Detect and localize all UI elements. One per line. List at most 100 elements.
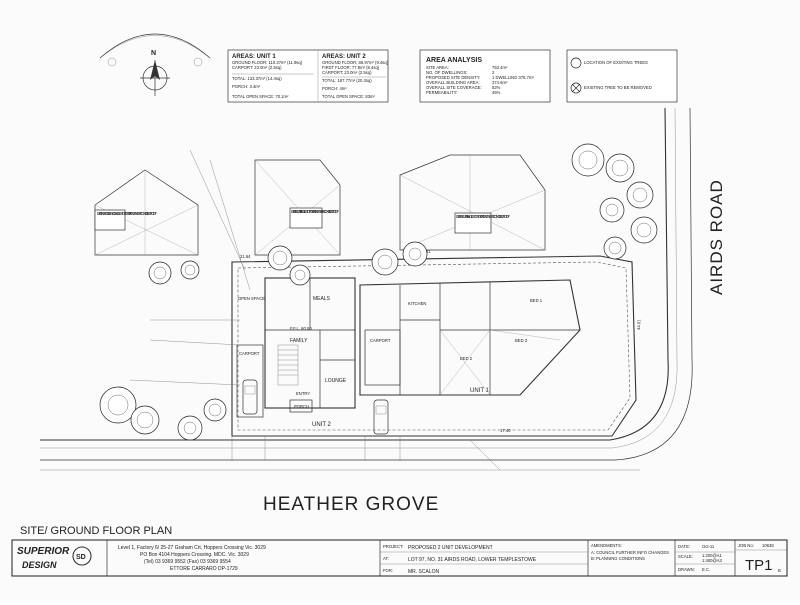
room-bed3: BED 3 (515, 338, 528, 343)
phone-fax: (Tel) 03 9369 9552 (Fax) 03 9369 9554 (144, 559, 231, 565)
area-analysis-table: AREA ANALYSIS SITE AREA: 753.4m² NO. OF … (419, 49, 551, 103)
unit2-entry: ENTRY (296, 391, 310, 396)
tree-icon (605, 153, 635, 183)
carport-label: CARPORT (239, 351, 260, 356)
designer-name: ETTORE CARRARO DP-1729 (170, 566, 238, 572)
analysis-value: 374.6m² (492, 80, 508, 85)
tree-icon (626, 181, 654, 209)
analysis-label: PERMEABILITY: (426, 90, 457, 95)
existing-residence-left: EXISTING RESIDENCE SINGLE STOREY BRICK V… (94, 169, 199, 256)
unit-1-carport: CARPORT (364, 329, 401, 435)
carport-label: CARPORT (370, 338, 391, 343)
revision: B (778, 568, 781, 573)
room-family: FAMILY (290, 338, 308, 344)
dimension-label: 21.64 (240, 254, 251, 259)
existing-unit-note: EXISTING UNIT SINGLE STOREY BRICK VENEER… (291, 209, 339, 214)
analysis-value: 753.4m² (492, 65, 508, 70)
scale-value: 1:400@A3 (702, 558, 723, 563)
dimension-label: 44.91 (636, 319, 641, 330)
roads (40, 107, 693, 471)
tree-icon (630, 216, 658, 244)
title-block: SUPERIOR SD DESIGN Level 1, Factory 6/ 2… (11, 539, 788, 577)
tree-icon (203, 398, 227, 422)
logo-mark-icon (72, 546, 92, 566)
areas-unit2-line: GROUND FLOOR: 86.97m² (9.4sq) (322, 60, 389, 65)
areas-unit1-total: TOTAL: 133.37m² (14.4sq) (232, 76, 282, 81)
areas-unit2-line: FIRST FLOOR: 77.8m² (8.4sq) (322, 65, 380, 70)
north-arrow: N (99, 33, 211, 96)
unit-2-building: MEALS FAMILY F.F.L. 60.50 LOUNGE ENTRY P… (264, 277, 356, 428)
analysis-label: OVERALL BUILDING AREA: (426, 80, 480, 85)
analysis-label: OVERALL SITE COVERAGE: (426, 85, 482, 90)
areas-unit1-line: CARPORT: 23.0m² (2.5sq) (232, 65, 282, 70)
room-kitchen: KITCHEN (408, 301, 426, 306)
logo-bottom: DESIGN (22, 560, 57, 570)
tree-symbol-icon (570, 57, 582, 69)
sheet-number: TP1 (745, 557, 773, 574)
room-bed2: BED 2 (460, 356, 473, 361)
room-bed1: BED 1 (530, 298, 543, 303)
areas-unit2-open: TOTAL OPEN SPACE: 83m² (322, 94, 376, 99)
existing-unit-middle: EXISTING UNIT SINGLE STOREY BRICK VENEER… (254, 159, 341, 256)
analysis-value: 2 (492, 70, 495, 75)
open-space-label: OPEN SPACE (238, 296, 265, 301)
postal-address: PO Box 4104 Hoppers Crossing. MDC. Vic. … (140, 552, 249, 558)
scale-value: 1:200@A1 (702, 553, 723, 558)
street-label: HEATHER GROVE (263, 494, 439, 515)
areas-unit1-heading: AREAS: UNIT 1 (232, 54, 276, 60)
analysis-value: 45% (492, 90, 501, 95)
tree-icon (571, 143, 605, 177)
date-label: DATE: (678, 544, 690, 549)
room-lounge: LOUNGE (325, 378, 347, 384)
date-value: Oct-11 (702, 544, 715, 549)
areas-unit2-line: CARPORT: 23.0m² (2.5sq) (322, 70, 372, 75)
plan-title: SITE/ GROUND FLOOR PLAN (20, 525, 172, 537)
client-name: MR. SCALON (408, 569, 440, 575)
areas-unit1-porch: PORCH: 3.4m² (232, 84, 261, 89)
car-icon (373, 399, 389, 435)
drawn-value: E.C. (702, 567, 710, 572)
areas-unit1-line: GROUND FLOOR: 110.37m² (11.9sq) (232, 60, 303, 65)
job-number: 10638 (762, 543, 774, 548)
tree-icon (267, 245, 293, 271)
areas-table: AREAS: UNIT 1 GROUND FLOOR: 110.37m² (11… (227, 49, 389, 103)
areas-unit2-total: TOTAL: 187.77m² (20.3sq) (322, 78, 372, 83)
legend-item: LOCATION OF EXISTING TREES (584, 60, 648, 65)
tree-icon (402, 241, 428, 267)
areas-unit2-heading: AREAS: UNIT 2 (322, 54, 366, 60)
road-label: AIRDS ROAD (707, 179, 726, 295)
tree-icon (599, 197, 625, 223)
tree-legend: LOCATION OF EXISTING TREES EXISTING TREE… (566, 49, 678, 103)
existing-unit-note: EXISTING UNIT SINGLE STOREY BRICK VENEER… (456, 214, 510, 219)
project-name: PROPOSED 2 UNIT DEVELOPMENT (408, 545, 493, 551)
unit2-porch: PORCH (294, 404, 309, 409)
areas-unit1-open: TOTAL OPEN SPACE: 70.1m² (232, 94, 289, 99)
tree-icon (130, 405, 160, 435)
legend-item: EXISTING TREE TO BE REMOVED (584, 85, 652, 90)
logo-top: SUPERIOR (17, 546, 70, 557)
at-label: AT: (383, 556, 389, 561)
existing-unit-right: EXISTING UNIT SINGLE STOREY BRICK VENEER… (399, 154, 546, 251)
dimension-label: 17.40 (500, 428, 511, 433)
logo-mark: SD (76, 554, 86, 561)
ffl-label: F.F.L. 60.50 (290, 326, 312, 331)
existing-residence-note: EXISTING RESIDENCE SINGLE STOREY BRICK V… (97, 211, 157, 216)
amendment-item: B: PLANNING CONDITIONS (591, 556, 645, 561)
tree-icon (148, 261, 172, 285)
tree-icon (603, 236, 627, 260)
room-meals: MEALS (313, 296, 331, 302)
trees (99, 143, 658, 441)
scale-label: SCALE: (678, 554, 693, 559)
amendment-item: A: COUNCIL FURTHER INFO CHANGES (591, 550, 669, 555)
area-analysis-heading: AREA ANALYSIS (426, 57, 482, 64)
car-icon (242, 379, 258, 415)
tree-icon (289, 264, 311, 286)
drawn-label: DRAWN: (678, 567, 695, 572)
analysis-value: 1 DWELLING 376.7m² (492, 75, 534, 80)
unit-2-carport: CARPORT OPEN SPACE (236, 296, 265, 418)
tree-icon (371, 248, 399, 276)
analysis-label: NO. OF DWELLINGS: (426, 70, 467, 75)
project-label: PROJECT: (383, 544, 403, 549)
